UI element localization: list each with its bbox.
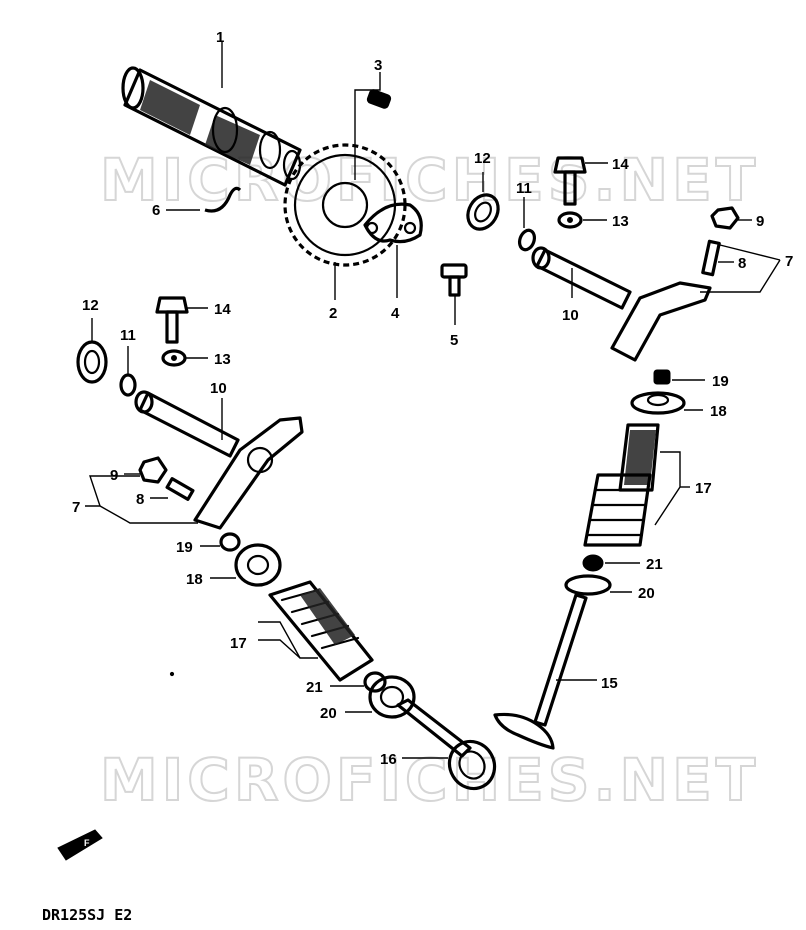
spring-retainer-left: [234, 543, 282, 587]
callout-5: 5: [450, 332, 458, 349]
callout-14-right: 14: [612, 156, 629, 173]
callout-13-left: 13: [214, 351, 231, 368]
valve-cotter-right: [653, 369, 671, 385]
lock-plate: [363, 202, 423, 244]
washer-left: [76, 340, 108, 384]
callout-18-left: 18: [186, 571, 203, 588]
watermark-bottom: MICROFICHES.NET: [100, 746, 759, 814]
valve-cotter-left: [219, 532, 241, 552]
callout-6: 6: [152, 202, 160, 219]
valve-springs-left: [268, 580, 374, 682]
adjuster-nut-left: [138, 456, 168, 484]
washer-right: [466, 193, 500, 231]
callout-17-left: 17: [230, 635, 247, 652]
spring-seat-right: [564, 574, 612, 596]
rocker-bolt-left: [155, 296, 189, 344]
callout-7-left: 7: [72, 499, 80, 516]
callout-1: 1: [216, 29, 224, 46]
callout-20-right: 20: [638, 585, 655, 602]
cam-clip: [204, 186, 242, 213]
seal-washer-right: [557, 211, 583, 229]
callout-8-left: 8: [136, 491, 144, 508]
callout-7-right: 7: [785, 253, 793, 270]
callout-3: 3: [374, 57, 382, 74]
callout-10-right: 10: [562, 307, 579, 324]
callout-8-right: 8: [738, 255, 746, 272]
watermark-top: MICROFICHES.NET: [100, 146, 759, 214]
svg-text:F: F: [84, 838, 90, 848]
callout-15: 15: [601, 675, 618, 692]
callout-11-right: 11: [516, 180, 532, 197]
camshaft: [121, 66, 302, 187]
rocker-arm-left: [193, 416, 304, 530]
callout-16: 16: [380, 751, 397, 768]
callout-4: 4: [391, 305, 400, 322]
callout-13-right: 13: [612, 213, 629, 230]
rocker-shaft-left: [134, 390, 240, 458]
rocker-bolt-right: [553, 156, 587, 206]
spring-seat-left: [368, 675, 416, 719]
callout-19-right: 19: [712, 373, 729, 390]
callout-11-left: 11: [120, 327, 136, 344]
valve-springs-right: [583, 423, 660, 547]
intake-valve: [396, 698, 497, 791]
callout-12-right: 12: [474, 150, 491, 167]
callout-21-left: 21: [306, 679, 323, 696]
dowel-pin: [366, 89, 392, 109]
adjuster-nut-right: [710, 206, 740, 230]
callout-19-left: 19: [176, 539, 193, 556]
callout-9-left: 9: [110, 467, 118, 484]
callout-17-right: 17: [695, 480, 712, 497]
sprocket-bolt: [440, 263, 468, 297]
model-code: DR125SJ E2: [42, 906, 132, 924]
callout-21-right: 21: [646, 556, 663, 573]
callout-9-right: 9: [756, 213, 764, 230]
stem-seal-left: [363, 671, 387, 693]
adjuster-screw-right: [701, 239, 721, 277]
seal-washer-left: [161, 349, 187, 367]
callout-12-left: 12: [82, 297, 99, 314]
exhaust-valve: [493, 593, 588, 750]
forward-direction-mark: F: [57, 829, 103, 861]
adjuster-screw-left: [165, 477, 195, 501]
rocker-shaft-right: [531, 246, 632, 310]
spring-retainer-right: [630, 391, 686, 415]
callout-2: 2: [329, 305, 337, 322]
stem-seal-right: [582, 554, 604, 572]
callout-14-left: 14: [214, 301, 231, 318]
oring-left: [119, 373, 137, 397]
callout-20-left: 20: [320, 705, 337, 722]
callout-18-right: 18: [710, 403, 727, 420]
oring-right: [517, 228, 537, 252]
rocker-arm-right: [610, 281, 712, 362]
callout-10-left: 10: [210, 380, 227, 397]
